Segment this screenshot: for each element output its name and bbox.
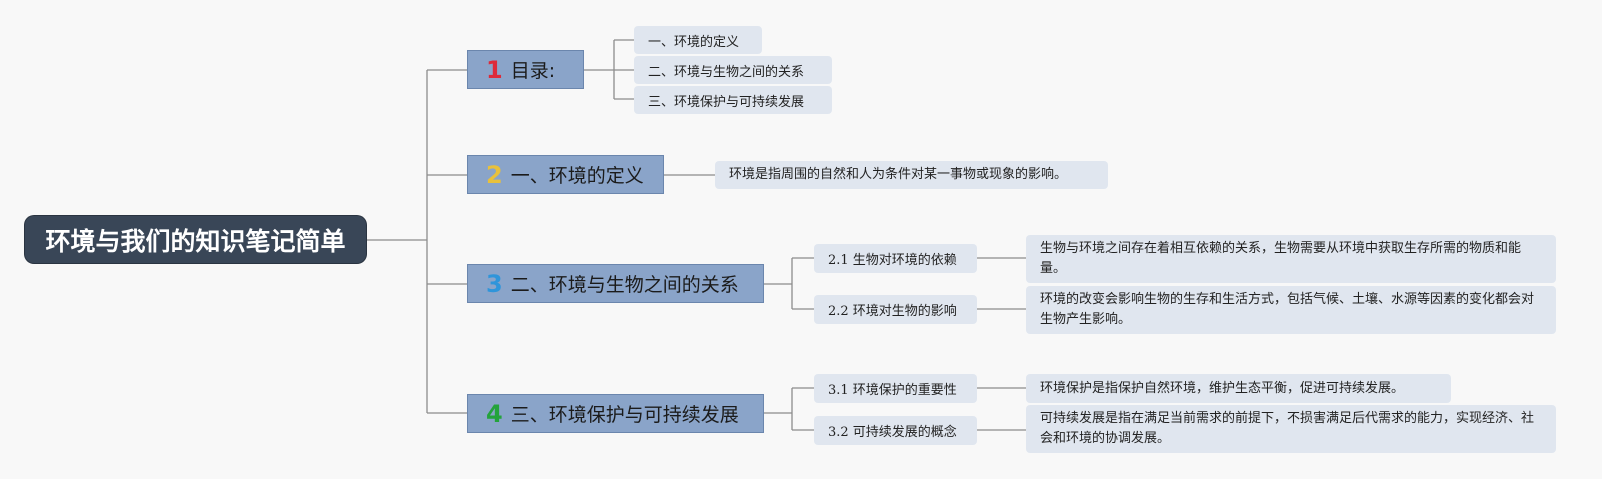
topic-toc[interactable]: 1 目录: [467,50,584,89]
subtopic-3-1-desc[interactable]: 环境保护是指保护自然环境，维护生态平衡，促进可持续发展。 [1026,374,1451,403]
subtopic-label: 3.1 环境保护的重要性 [828,383,957,398]
root-title: 环境与我们的知识笔记简单 [45,226,346,256]
topic-number: 1 [486,55,503,84]
topic-number: 4 [486,399,503,428]
topic-protection[interactable]: 4 三、环境保护与可持续发展 [467,394,764,433]
subtopic-3-1[interactable]: 3.1 环境保护的重要性 [814,374,977,403]
topic-label: 三、环境保护与可持续发展 [510,404,739,426]
subtopic-3-2[interactable]: 3.2 可持续发展的概念 [814,416,977,445]
toc-item-label: 一、环境的定义 [648,34,740,50]
toc-item[interactable]: 二、环境与生物之间的关系 [634,56,832,84]
toc-item[interactable]: 一、环境的定义 [634,26,762,54]
subtopic-desc: 环境的改变会影响生物的生存和生活方式，包括气候、土壤、水源等因素的变化都会对生物… [1040,292,1535,327]
topic-label: 目录: [510,60,556,82]
subtopic-label: 2.2 环境对生物的影响 [828,304,957,319]
topic-definition[interactable]: 2 一、环境的定义 [467,155,664,194]
subtopic-3-2-desc[interactable]: 可持续发展是指在满足当前需求的前提下，不损害满足后代需求的能力，实现经济、社会和… [1026,405,1556,453]
definition-text[interactable]: 环境是指周围的自然和人为条件对某一事物或现象的影响。 [715,161,1108,189]
toc-item-label: 三、环境保护与可持续发展 [648,94,805,110]
root-node[interactable]: 环境与我们的知识笔记简单 [25,216,366,263]
topic-label: 一、环境的定义 [510,165,644,187]
subtopic-2-2-desc[interactable]: 环境的改变会影响生物的生存和生活方式，包括气候、土壤、水源等因素的变化都会对生物… [1026,286,1556,334]
subtopic-desc: 环境保护是指保护自然环境，维护生态平衡，促进可持续发展。 [1040,380,1405,396]
topic-relation[interactable]: 3 二、环境与生物之间的关系 [467,264,764,303]
subtopic-desc: 可持续发展是指在满足当前需求的前提下，不损害满足后代需求的能力，实现经济、社会和… [1040,411,1535,446]
subtopic-label: 3.2 可持续发展的概念 [828,425,957,440]
subtopic-2-2[interactable]: 2.2 环境对生物的影响 [814,295,977,324]
topic-number: 2 [486,160,503,189]
definition-label: 环境是指周围的自然和人为条件对某一事物或现象的影响。 [729,167,1068,182]
subtopic-2-1-desc[interactable]: 生物与环境之间存在着相互依赖的关系，生物需要从环境中获取生存所需的物质和能量。 [1026,235,1556,283]
topic-number: 3 [486,269,503,298]
toc-item-label: 二、环境与生物之间的关系 [648,64,805,80]
subtopic-2-1[interactable]: 2.1 生物对环境的依赖 [814,244,977,273]
subtopic-desc: 生物与环境之间存在着相互依赖的关系，生物需要从环境中获取生存所需的物质和能量。 [1040,241,1522,276]
toc-item[interactable]: 三、环境保护与可持续发展 [634,86,832,114]
topic-label: 二、环境与生物之间的关系 [510,274,739,296]
subtopic-label: 2.1 生物对环境的依赖 [828,253,957,268]
